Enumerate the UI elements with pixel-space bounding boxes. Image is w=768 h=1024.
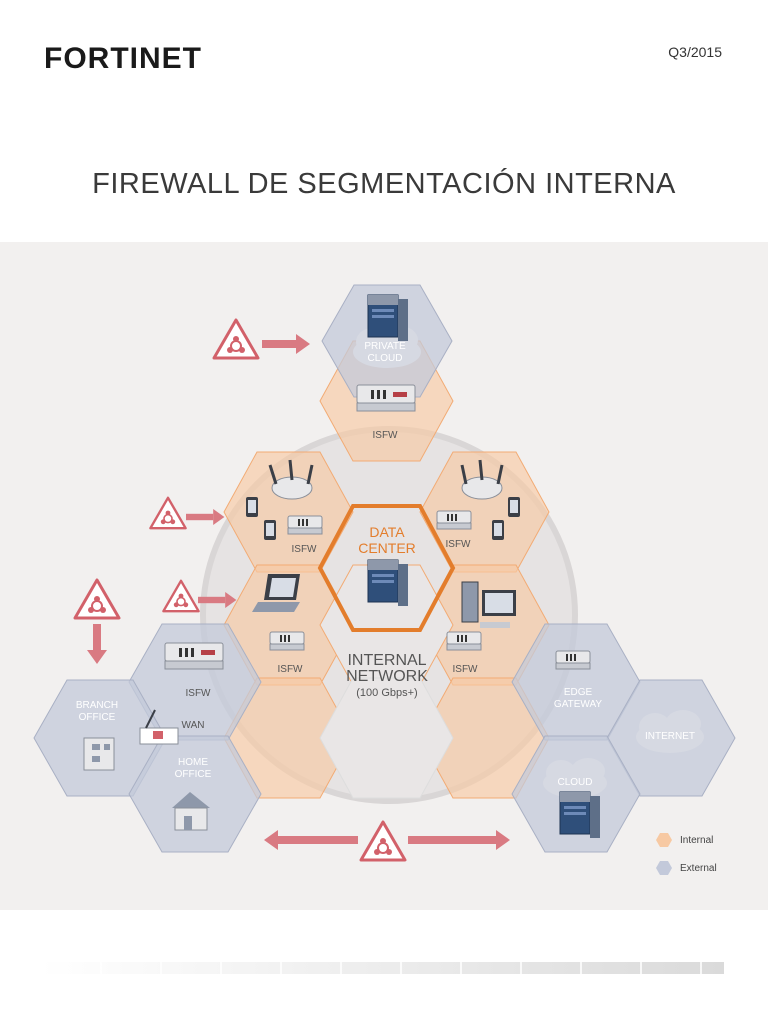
internal-hex-grid [223,340,550,799]
legend-label: External [680,862,717,874]
external-hex-icon [656,861,672,875]
threat-branch-icon [73,578,121,664]
home-office-house-icon [172,792,210,831]
isfw-top-icon [356,384,416,412]
isfw-left-label: ISFW [291,544,317,555]
isfw-lower-right-icon [446,631,482,651]
legend-item-internal: Internal [656,832,717,848]
isfw-branch-label: ISFW [185,688,211,699]
brand-name: FORTINET [44,42,202,75]
edge-gateway-icon [555,650,591,670]
isfw-lower-left-label: ISFW [277,664,303,675]
isfw-left-icon [287,515,323,535]
internal-hex-icon [656,833,672,847]
isfw-lower-right-label: ISFW [452,664,478,675]
phone-right-1-icon [508,497,520,517]
page-title: FIREWALL DE SEGMENTACIÓN INTERNA [92,168,676,200]
segmentation-diagram [33,284,736,862]
phone-right-2-icon [492,520,504,540]
private-cloud-label: PRIVATE CLOUD [364,341,406,364]
threat-left-1-icon [149,496,225,530]
data-center-server-icon [367,559,409,607]
branch-office-label: BRANCH OFFICE [75,700,119,723]
data-center-hex [317,504,456,632]
access-point-right-icon [460,459,504,500]
legend-label: Internal [680,834,714,846]
publication-date: Q3/2015 [668,44,722,60]
bottom-hex [319,677,454,799]
internal-network-title: INTERNAL NETWORK [346,652,428,685]
laptop-icon [252,574,300,612]
data-center-label: DATA CENTER [358,524,416,556]
private-cloud-server-icon [367,294,409,342]
internet-label: INTERNET [645,731,695,742]
isfw-top-label: ISFW [372,430,398,441]
footer-decoration [40,962,724,974]
threat-bottom-icon [264,820,510,862]
desktop-icon [461,581,516,628]
isfw-right-label: ISFW [445,539,471,550]
threat-top-icon [212,318,310,360]
phone-left-2-icon [264,520,276,540]
isfw-branch-icon [164,642,224,670]
home-office-label: HOME OFFICE [174,757,212,780]
fortinet-logo: FORTINET [44,44,202,74]
edge-gateway-label: EDGE GATEWAY [553,687,603,710]
cloud-label: CLOUD [557,777,593,788]
isfw-right-icon [436,510,472,530]
legend-item-external: External [656,860,717,876]
phone-left-1-icon [246,497,258,517]
internal-network-label: INTERNAL NETWORK (100 Gbps+) [324,652,450,700]
branch-office-building-icon [83,737,115,771]
wan-label: WAN [181,720,205,731]
isfw-lower-left-icon [269,631,305,651]
cloud-shape [543,758,607,798]
access-point-left-icon [268,459,314,500]
internet-cloud-shape [636,710,704,753]
legend: Internal External [656,832,717,888]
wan-router-icon [139,709,179,745]
internal-network-speed: (100 Gbps+) [356,687,418,699]
cloud-server-icon [559,791,601,839]
